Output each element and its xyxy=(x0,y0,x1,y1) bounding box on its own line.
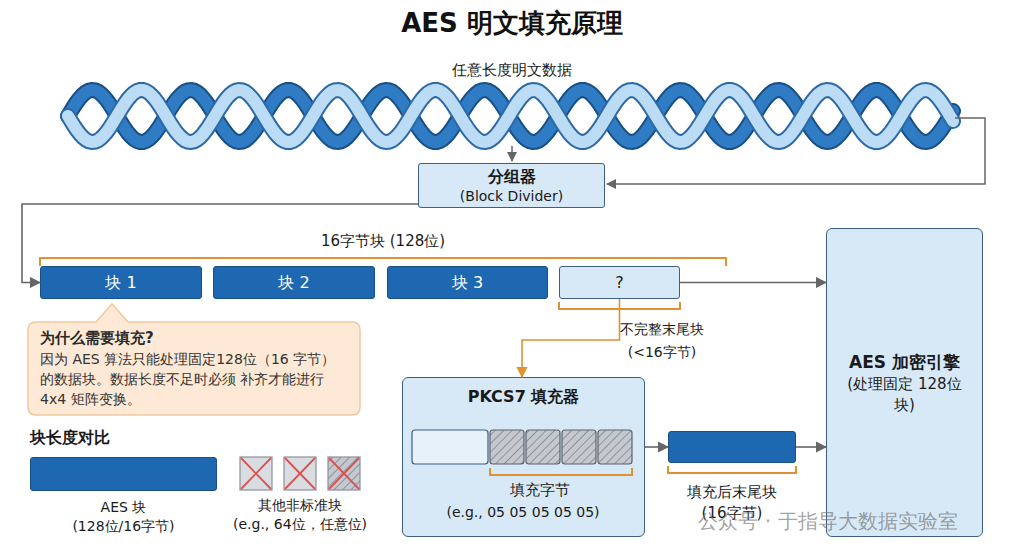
padded-bracket xyxy=(668,466,796,473)
invalid-block xyxy=(284,457,316,490)
partial-block: ? xyxy=(559,266,680,299)
watermark: 公众号 · 于指导大数据实验室 xyxy=(636,508,1020,534)
callout-bubble xyxy=(28,304,360,415)
ribbon-back xyxy=(68,90,953,142)
block-caption: AES 块 (128位/16字节) xyxy=(0,498,256,536)
node-heading: 分组器 xyxy=(488,166,536,187)
node-heading: 块 2 xyxy=(278,273,309,293)
cross-mark xyxy=(241,458,271,489)
data-block: 块 3 xyxy=(387,266,548,299)
diagram-title: AES 明文填充原理 xyxy=(0,6,1024,41)
block-caption: 其他非标准块 (e.g., 64位，任意位) xyxy=(205,496,395,534)
ribbon-back-edge xyxy=(68,90,953,142)
bracket-label: 填充字节 xyxy=(470,480,610,501)
node-heading: 块 1 xyxy=(105,273,136,293)
invalid-block xyxy=(240,457,272,490)
ribbon-front xyxy=(68,90,953,142)
data-block: 块 1 xyxy=(40,266,202,299)
node-heading: AES 加密引擎 xyxy=(849,350,960,374)
node-text: (处理固定 128位 块) xyxy=(839,374,971,416)
ribbon-front-edge xyxy=(68,90,953,142)
padded-block: 填充后末尾块 (16字节) xyxy=(668,431,796,463)
bracket-label: 16字节块 (128位) xyxy=(283,231,483,252)
callout-box: 为什么需要填充?因为 AES 算法只能处理固定128位（16 字节）的数据块。数… xyxy=(28,322,360,415)
node-text: (Block Divider) xyxy=(460,187,563,206)
edge-label: 不完整末尾块 (<16字节) xyxy=(612,318,712,364)
engine-box: AES 加密引擎(处理固定 128位 块) xyxy=(826,228,983,537)
invalid-block xyxy=(328,457,360,490)
node-heading: ? xyxy=(615,273,624,293)
node-heading: PKCS7 填充器 xyxy=(468,386,580,407)
cross-mark xyxy=(285,458,315,489)
flow-arrow xyxy=(796,446,826,448)
node-text: 因为 AES 算法只能处理固定128位（16 字节）的数据块。数据长度不足时必须… xyxy=(40,349,348,409)
data-block: 块 2 xyxy=(213,266,375,299)
node-heading: 为什么需要填充? xyxy=(40,328,154,349)
flow-arrow xyxy=(522,299,620,377)
section-heading: 块长度对比 xyxy=(30,427,230,448)
node-heading: 块 3 xyxy=(452,273,483,293)
input-label: 任意长度明文数据 xyxy=(362,60,662,81)
flow-arrow xyxy=(645,446,668,448)
flow-arrow xyxy=(680,282,826,284)
feed-line xyxy=(607,118,985,184)
example-text: (e.g., 05 05 05 05 05) xyxy=(410,503,636,522)
feed-line xyxy=(511,146,513,161)
nonstandard-blocks xyxy=(240,457,360,490)
plaintext-ribbon xyxy=(68,90,953,142)
block-bracket xyxy=(40,258,726,266)
cross-mark xyxy=(329,458,359,489)
process-box: 分组器(Block Divider) xyxy=(418,163,605,208)
tail-bracket xyxy=(559,302,680,309)
aes-block: AES 块 (128位/16字节) xyxy=(30,457,217,491)
